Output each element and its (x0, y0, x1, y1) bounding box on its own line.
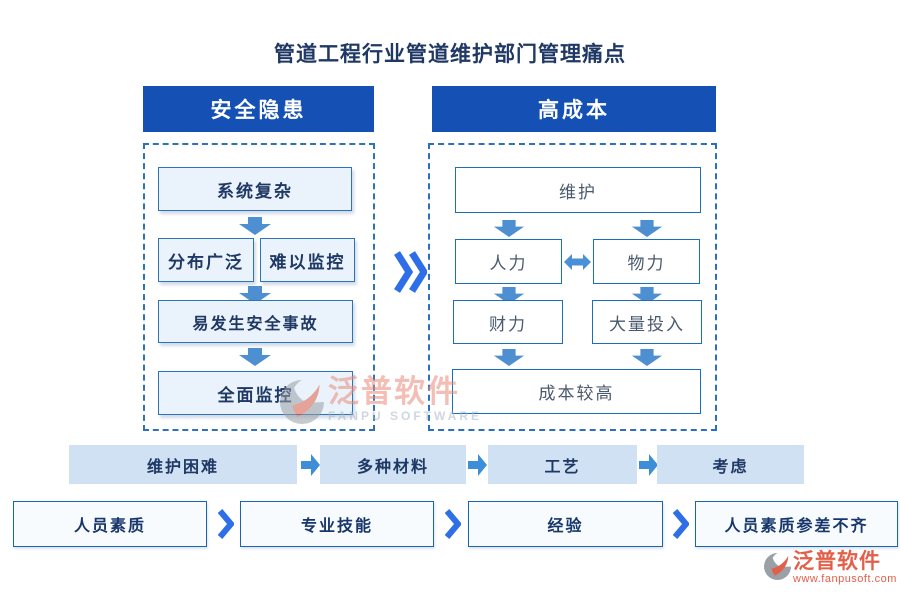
chain-box-personnel-quality: 人员素质 (13, 501, 207, 547)
chevron-right-icon (444, 509, 461, 539)
header-high-cost: 高成本 (432, 86, 716, 132)
arrow-right-icon (468, 454, 487, 476)
flow-box-manpower: 人力 (455, 239, 562, 284)
flow-box-system-complex: 系统复杂 (158, 167, 352, 211)
arrow-down-icon (631, 349, 663, 366)
flow-box-financial-resources: 财力 (453, 300, 563, 344)
chain-box-maintenance-difficult: 维护困难 (69, 445, 297, 484)
chain-box-uneven-personnel-quality: 人员素质参差不齐 (695, 501, 898, 547)
logo-name: 泛普软件 (793, 550, 881, 573)
header-safety-hazard: 安全隐患 (143, 86, 374, 132)
arrow-down-icon (239, 217, 271, 235)
flow-box-full-monitoring: 全面监控 (158, 371, 353, 415)
arrow-down-icon (493, 220, 525, 237)
chain-box-multiple-materials: 多种材料 (320, 445, 466, 484)
chain-box-professional-skills: 专业技能 (240, 501, 434, 547)
safety-group-container (143, 143, 375, 431)
cost-group-container (428, 143, 717, 431)
arrow-down-icon (239, 286, 271, 304)
flow-box-accident-prone: 易发生安全事故 (158, 300, 353, 343)
arrow-down-icon (493, 287, 525, 304)
fanpu-logo-icon (764, 553, 791, 580)
flow-box-hard-to-monitor: 难以监控 (260, 238, 355, 282)
arrow-left-right-icon (564, 254, 591, 270)
chain-box-consideration: 考虑 (657, 445, 804, 484)
page-title: 管道工程行业管道维护部门管理痛点 (274, 43, 626, 66)
logo-url: www.fanpusoft.com (793, 573, 897, 585)
arrow-right-icon (639, 454, 658, 476)
flow-box-large-investment: 大量投入 (592, 300, 702, 344)
arrow-down-icon (631, 220, 663, 237)
arrow-down-icon (493, 349, 525, 366)
double-chevron-right-icon (394, 251, 427, 293)
flow-box-material-resources: 物力 (593, 239, 700, 284)
arrow-down-icon (239, 348, 271, 366)
flow-box-widely-distributed: 分布广泛 (158, 238, 254, 282)
arrow-right-icon (301, 454, 320, 476)
fanpu-logo: 泛普软件 www.fanpusoft.com (764, 551, 897, 585)
chain-box-experience: 经验 (468, 501, 663, 547)
chain-box-craft: 工艺 (488, 445, 637, 484)
chevron-right-icon (672, 509, 689, 539)
flow-box-maintenance: 维护 (455, 167, 701, 213)
chevron-right-icon (217, 509, 234, 539)
flow-box-high-cost-result: 成本较高 (452, 369, 701, 414)
arrow-down-icon (631, 287, 663, 304)
